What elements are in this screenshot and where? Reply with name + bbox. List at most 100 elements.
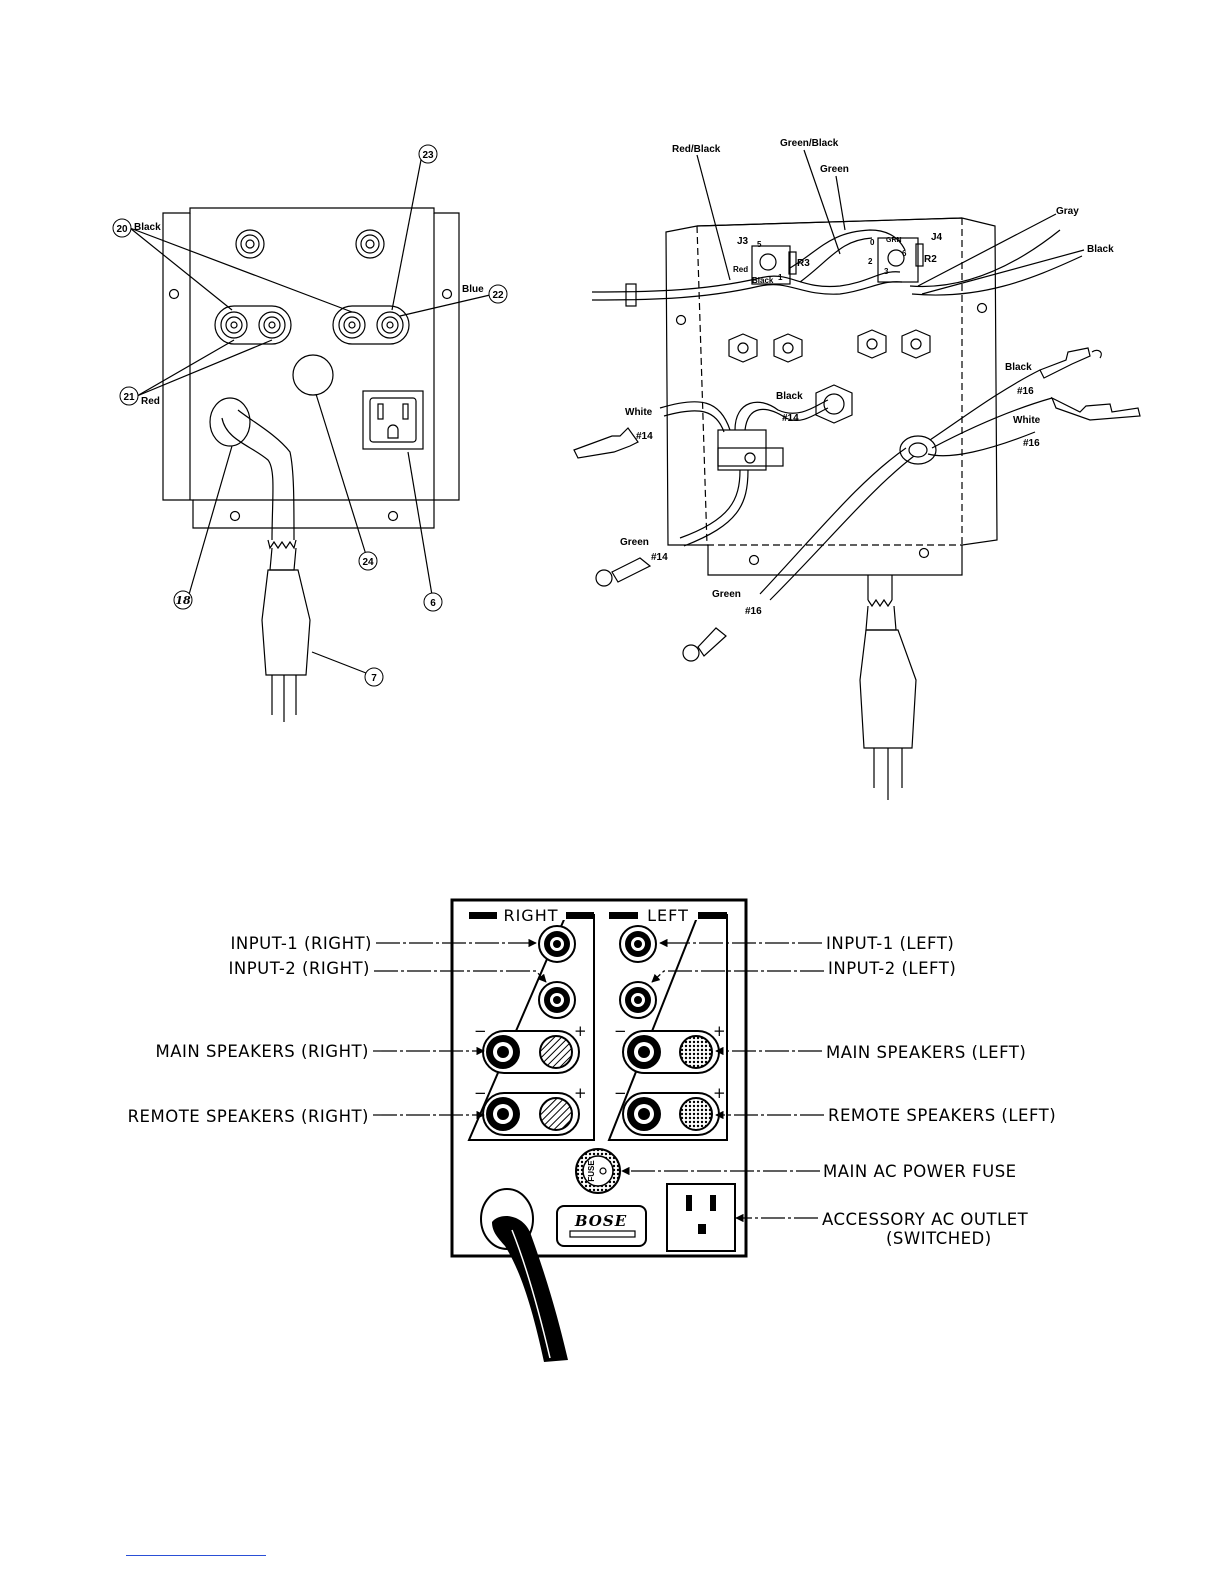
label-input-1-left: INPUT-1 (LEFT) xyxy=(826,934,954,953)
label-black-outlet-gauge: #16 xyxy=(1017,386,1034,397)
label-green-top: Green xyxy=(820,164,849,175)
label-main-ac-power-fuse: MAIN AC POWER FUSE xyxy=(823,1162,1017,1181)
label-black-right: Black xyxy=(1087,244,1114,255)
bose-logo: BOSE xyxy=(574,1212,627,1230)
label-remote-speakers-left: REMOTE SPEAKERS (LEFT) xyxy=(828,1106,1056,1125)
label-pin5: 5 xyxy=(757,240,762,249)
label-input-2-right: INPUT-2 (RIGHT) xyxy=(229,959,370,978)
callout-23: 23 xyxy=(422,150,434,161)
label-accessory-ac-outlet: ACCESSORY AC OUTLET xyxy=(822,1210,1029,1229)
label-red-black: Red/Black xyxy=(672,144,721,155)
lug-green-bottom xyxy=(682,627,727,662)
label-main-speakers-right: MAIN SPEAKERS (RIGHT) xyxy=(155,1042,369,1061)
label-green-left-gauge: #14 xyxy=(651,552,668,563)
label-fuse-gauge: #14 xyxy=(782,413,799,424)
speaker-terminal-block-left xyxy=(214,305,292,345)
power-cord-panel xyxy=(480,1188,568,1362)
jack-nut-4 xyxy=(901,329,931,359)
accessory-ac-outlet xyxy=(666,1183,736,1252)
remote-speakers-right-terminals xyxy=(482,1092,580,1136)
remote-speakers-left-terminals xyxy=(622,1092,720,1136)
label-white-outlet: White xyxy=(1013,415,1041,426)
label-switched: (SWITCHED) xyxy=(886,1229,992,1248)
label-black-fuse: Black xyxy=(776,391,803,402)
callout-7: 7 xyxy=(371,673,377,684)
label-red: Red xyxy=(141,396,160,407)
label-black-outlet: Black xyxy=(1005,362,1032,373)
input-1-right-jack xyxy=(538,925,576,963)
label-black-small: Black xyxy=(752,276,774,285)
fuse-holder-hole xyxy=(292,354,334,396)
label-grn-small: GRN xyxy=(886,237,902,244)
lug-black-outlet xyxy=(1039,347,1102,379)
label-blue: Blue xyxy=(462,284,484,295)
terminal-block xyxy=(717,429,784,471)
speaker-terminal-block-right xyxy=(332,305,410,345)
power-cord-right xyxy=(859,575,917,800)
plus-main-left: + xyxy=(713,1022,726,1040)
label-pin3: 3 xyxy=(884,267,889,276)
main-speakers-left-terminals xyxy=(622,1030,720,1074)
figure-rear-panel: − + − + − + − + FUSE BOSE xyxy=(373,898,824,1362)
label-input-2-left: INPUT-2 (LEFT) xyxy=(828,959,956,978)
label-green-bottom: Green xyxy=(712,589,741,600)
lug-green-left xyxy=(595,557,652,587)
label-main-speakers-left: MAIN SPEAKERS (LEFT) xyxy=(826,1043,1026,1062)
footer-rule xyxy=(126,1555,266,1556)
label-green-bottom-gauge: #16 xyxy=(745,606,762,617)
label-r3: R3 xyxy=(797,258,810,269)
jack-nut-2 xyxy=(773,333,803,363)
jack-nut-3 xyxy=(857,329,887,359)
label-red-small: Red xyxy=(733,265,748,274)
label-white-outlet-gauge: #16 xyxy=(1023,438,1040,449)
input-2-right-jack xyxy=(538,981,576,1019)
label-white-left: White xyxy=(625,407,653,418)
label-j4: J4 xyxy=(931,232,943,243)
label-r2: R2 xyxy=(924,254,937,265)
label-black: Black xyxy=(134,222,161,233)
label-input-1-right: INPUT-1 (RIGHT) xyxy=(231,934,372,953)
label-pin2: 2 xyxy=(868,257,873,266)
jack-nut-1 xyxy=(728,333,758,363)
label-j3: J3 xyxy=(737,236,749,247)
figure-left-panel xyxy=(129,159,491,722)
input-jack-upper-left xyxy=(235,229,265,259)
label-gray: Gray xyxy=(1056,206,1079,217)
label-green-black: Green/Black xyxy=(780,138,839,149)
callout-22: 22 xyxy=(492,290,504,301)
ac-outlet xyxy=(362,390,424,450)
input-1-left-jack xyxy=(619,925,657,963)
lug-white-left xyxy=(573,427,639,459)
lug-white-outlet xyxy=(1050,396,1141,421)
fuse-text: FUSE xyxy=(587,1160,596,1182)
jack-board-j3 xyxy=(751,245,797,285)
right-channel-header: RIGHT xyxy=(503,906,558,925)
fuse-holder-nut xyxy=(815,384,853,424)
minus-main-left: − xyxy=(614,1022,627,1040)
minus-remote-right: − xyxy=(474,1084,487,1102)
label-white-left-gauge: #14 xyxy=(636,431,653,442)
callout-18: 18 xyxy=(175,594,191,607)
power-cord xyxy=(209,397,311,722)
figure-right-wiring xyxy=(573,149,1141,800)
label-remote-speakers-right: REMOTE SPEAKERS (RIGHT) xyxy=(128,1107,369,1126)
main-speakers-right-terminals xyxy=(482,1030,580,1074)
left-channel-header: LEFT xyxy=(647,906,689,925)
callout-6: 6 xyxy=(430,598,436,609)
input-2-left-jack xyxy=(619,981,657,1019)
callout-20: 20 xyxy=(116,224,128,235)
plus-remote-left: + xyxy=(713,1084,726,1102)
minus-remote-left: − xyxy=(614,1084,627,1102)
label-pin6: 6 xyxy=(902,249,907,258)
bose-logo-plate: BOSE xyxy=(556,1205,647,1247)
label-pin0: 0 xyxy=(870,238,875,247)
figure-left-callouts xyxy=(112,144,508,687)
plus-main-right: + xyxy=(574,1022,587,1040)
label-pin1: 1 xyxy=(778,273,783,282)
input-jack-upper-right xyxy=(355,229,385,259)
minus-main-right: − xyxy=(474,1022,487,1040)
main-ac-fuse-holder: FUSE xyxy=(575,1148,621,1194)
callout-24: 24 xyxy=(362,557,374,568)
plus-remote-right: + xyxy=(574,1084,587,1102)
